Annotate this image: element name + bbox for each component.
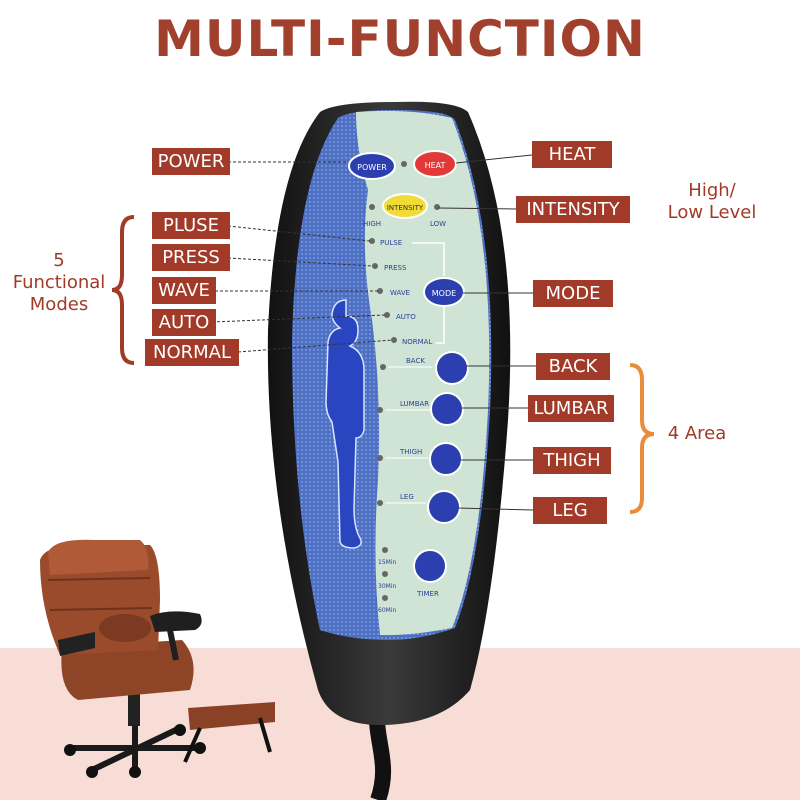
press-indicator-icon	[372, 263, 378, 269]
mode-auto-text: AUTO	[396, 313, 416, 321]
label-leg: LEG	[533, 497, 607, 524]
mode-press-text: PRESS	[384, 264, 407, 272]
modes-note: 5 Functional Modes	[0, 250, 118, 316]
label-heat: HEAT	[532, 141, 612, 168]
area-lumbar-text: LUMBAR	[400, 400, 429, 408]
modes-count: 5	[53, 250, 65, 271]
areas-bracket-icon	[629, 363, 655, 514]
lumbar-indicator-icon	[377, 407, 383, 413]
timer-15-text: 15Min	[378, 559, 396, 566]
timer-button-text: TIMER	[416, 590, 439, 598]
label-pluse: PLUSE	[152, 212, 230, 239]
modes-bracket-icon	[111, 215, 135, 365]
power-indicator-icon	[401, 161, 407, 167]
area-note: 4 Area	[667, 423, 727, 444]
office-chair-illustration	[40, 539, 275, 778]
heat-button-icon	[413, 150, 457, 178]
timer-30-text: 30Min	[378, 583, 396, 590]
high-text: HIGH	[363, 220, 381, 228]
timer-60-text: 60Min	[378, 607, 396, 614]
mode-pulse-text: PULSE	[380, 239, 402, 247]
lumbar-button-icon	[430, 392, 464, 426]
leader-lines	[211, 161, 393, 353]
level-note: High/ Low Level	[650, 180, 774, 224]
mode-button-text: MODE	[432, 289, 456, 298]
mode-bracket-top	[412, 242, 445, 276]
level-line1: High/	[688, 180, 736, 201]
modes-line1: Functional	[12, 272, 106, 293]
body-silhouette-icon	[325, 299, 365, 549]
label-wave: WAVE	[152, 277, 216, 304]
label-intensity: INTENSITY	[516, 196, 630, 223]
label-thigh: THIGH	[533, 447, 611, 474]
thigh-indicator-icon	[377, 455, 383, 461]
timer-15-indicator-icon	[382, 547, 388, 553]
high-indicator-icon	[369, 204, 375, 210]
thigh-button-icon	[429, 442, 463, 476]
leg-indicator-icon	[377, 500, 383, 506]
area-leg-text: LEG	[400, 493, 414, 501]
wave-indicator-icon	[377, 288, 383, 294]
timer-30-indicator-icon	[382, 571, 388, 577]
leg-button-icon	[427, 490, 461, 524]
label-auto: AUTO	[152, 309, 216, 336]
pulse-indicator-icon	[369, 238, 375, 244]
power-button-text: POWER	[357, 163, 387, 172]
label-press: PRESS	[152, 244, 230, 271]
intensity-button-text: INTENSITY	[387, 204, 424, 212]
area-back-text: BACK	[406, 357, 425, 365]
mode-bracket-bottom	[436, 306, 445, 344]
timer-60-indicator-icon	[382, 595, 388, 601]
mode-normal-text: NORMAL	[402, 338, 432, 346]
power-button-icon	[348, 152, 396, 180]
mode-button-icon	[423, 277, 465, 307]
timer-button-icon	[413, 549, 447, 583]
low-text: LOW	[430, 220, 446, 228]
mode-wave-text: WAVE	[390, 289, 410, 297]
label-power: POWER	[152, 148, 230, 175]
label-mode: MODE	[533, 280, 613, 307]
area-thigh-text: THIGH	[399, 448, 422, 456]
back-indicator-icon	[380, 364, 386, 370]
page-title: MULTI-FUNCTION	[154, 10, 646, 68]
normal-indicator-icon	[391, 337, 397, 343]
modes-line2: Modes	[29, 294, 89, 315]
level-line2: Low Level	[667, 202, 757, 223]
label-normal: NORMAL	[145, 339, 239, 366]
area-buttons: BACK LUMBAR THIGH LEG	[377, 351, 469, 524]
mode-list: PULSE PRESS WAVE AUTO NORMAL	[369, 238, 432, 346]
heat-button-text: HEAT	[425, 161, 446, 170]
leader-lines-right	[437, 154, 536, 511]
label-back: BACK	[536, 353, 610, 380]
label-lumbar: LUMBAR	[528, 395, 614, 422]
back-button-icon	[435, 351, 469, 385]
low-indicator-icon	[434, 204, 440, 210]
auto-indicator-icon	[384, 312, 390, 318]
intensity-button-icon	[382, 193, 428, 219]
